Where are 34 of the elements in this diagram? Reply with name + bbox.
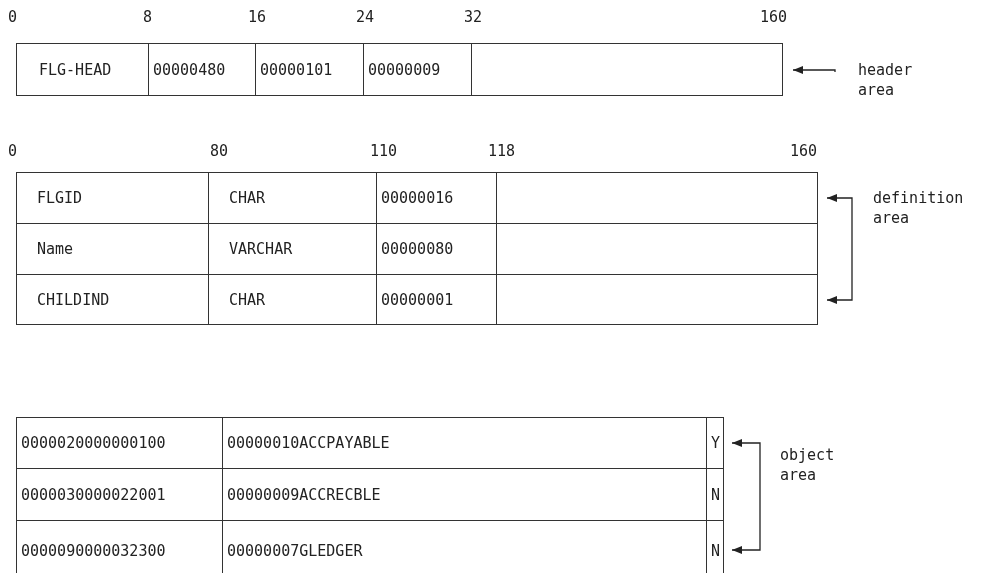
area-label: definition area	[852, 188, 964, 228]
scale-number: 0	[8, 8, 18, 26]
table-row	[16, 417, 724, 469]
scale-number: 32	[464, 8, 483, 26]
arrow	[731, 438, 761, 458]
table-cell: 00000101	[255, 43, 364, 96]
area-label: header area	[835, 60, 913, 100]
arrow	[826, 199, 853, 305]
table-row	[16, 43, 783, 96]
scale-number: 16	[248, 8, 267, 26]
table-row	[16, 223, 818, 275]
table-cell: CHILDIND	[16, 274, 209, 325]
scale-number: 160	[790, 142, 818, 160]
table-row	[16, 520, 724, 573]
scale-number: 80	[210, 142, 229, 160]
scale-number: 160	[760, 8, 788, 26]
scale-number: 24	[356, 8, 375, 26]
table-cell: Y	[706, 417, 724, 469]
scale-number: 118	[488, 142, 516, 160]
scale-number: 8	[143, 8, 153, 26]
arrow	[731, 456, 761, 555]
table-cell: 0000020000000100	[16, 417, 223, 469]
arrow	[792, 65, 836, 75]
table-row	[16, 468, 724, 521]
table-row	[16, 274, 818, 325]
scale-number: 110	[370, 142, 398, 160]
scale-number: 0	[8, 142, 18, 160]
table-cell: FLGID	[16, 172, 209, 224]
table-row	[16, 172, 818, 224]
table-cell: FLG-HEAD	[16, 43, 149, 96]
table-cell: 00000480	[148, 43, 256, 96]
table-cell: 00000009	[363, 43, 472, 96]
area-label: object area	[760, 445, 835, 485]
arrow	[826, 193, 853, 203]
